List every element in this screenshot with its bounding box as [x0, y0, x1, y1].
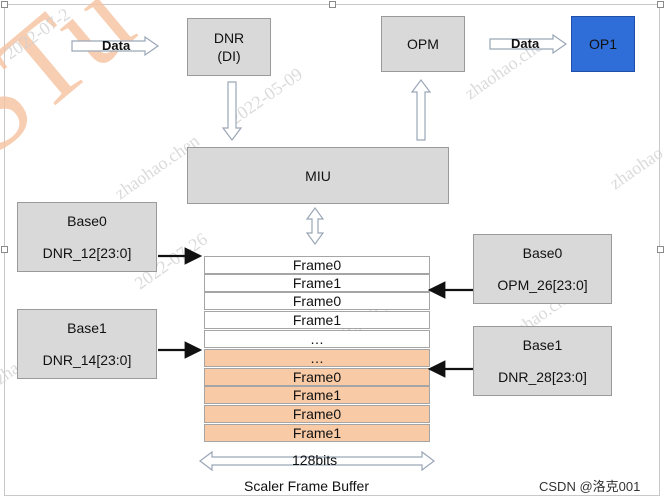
resize-handle-top-left[interactable]	[1, 1, 8, 8]
op1-block-label: OP1	[588, 36, 617, 52]
buffer-caption: Scaler Frame Buffer	[244, 478, 370, 494]
data-out-arrow	[489, 33, 568, 55]
dnr-block-label: DNR (DI)	[213, 30, 245, 64]
frame-buffer-row: Frame1	[204, 386, 430, 404]
base-register: DNR_12[23:0]	[42, 245, 132, 261]
csdn-credit: CSDN @洛克001	[539, 479, 641, 494]
miu-to-opm-arrow	[410, 79, 432, 141]
resize-handle-top-center[interactable]	[329, 1, 336, 8]
base-register: DNR_28[23:0]	[498, 369, 587, 385]
dnr-to-miu-arrow	[221, 81, 243, 141]
opm-block-label: OPM	[407, 36, 439, 52]
frame-buffer-row: Frame0	[204, 256, 430, 274]
frame-buffer-row: Frame0	[204, 292, 430, 310]
resize-handle-top-right[interactable]	[657, 1, 664, 8]
frame-buffer-row: …	[204, 330, 430, 348]
opm-block: OPM	[381, 16, 465, 72]
base1-dnr-box: Base1 DNR_14[23:0]	[17, 309, 157, 379]
width-arrow	[199, 450, 435, 472]
dnr-block: DNR (DI)	[187, 18, 271, 76]
frame-buffer-row: Frame1	[204, 311, 430, 329]
miu-block-label: MIU	[305, 167, 331, 184]
miu-buffer-arrow	[305, 206, 325, 246]
op1-block: OP1	[571, 16, 635, 72]
frame-buffer-row: Frame0	[204, 405, 430, 423]
data-in-arrow	[71, 35, 160, 57]
frame-buffer-row: Frame1	[204, 274, 430, 292]
base-title: Base0	[522, 245, 563, 261]
base0-dnr-box: Base0 DNR_12[23:0]	[17, 202, 157, 272]
base-title: Base1	[522, 337, 563, 353]
width-label: 128bits	[292, 452, 338, 468]
base-register: OPM_26[23:0]	[497, 277, 588, 293]
frame-buffer-row: …	[204, 349, 430, 367]
resize-handle-middle-left[interactable]	[1, 246, 8, 253]
base-title: Base0	[67, 213, 107, 229]
base0-opm-box: Base0 OPM_26[23:0]	[473, 234, 612, 304]
data-label-right: Data	[511, 36, 540, 51]
frame-buffer-row: Frame0	[204, 368, 430, 386]
frame-buffer-row: Frame1	[204, 424, 430, 442]
base-title: Base1	[67, 320, 107, 336]
resize-handle-middle-right[interactable]	[657, 246, 664, 253]
data-label-left: Data	[102, 38, 131, 53]
miu-block: MIU	[187, 147, 449, 204]
base1-dnr28-box: Base1 DNR_28[23:0]	[473, 326, 612, 396]
base-register: DNR_14[23:0]	[42, 352, 132, 368]
